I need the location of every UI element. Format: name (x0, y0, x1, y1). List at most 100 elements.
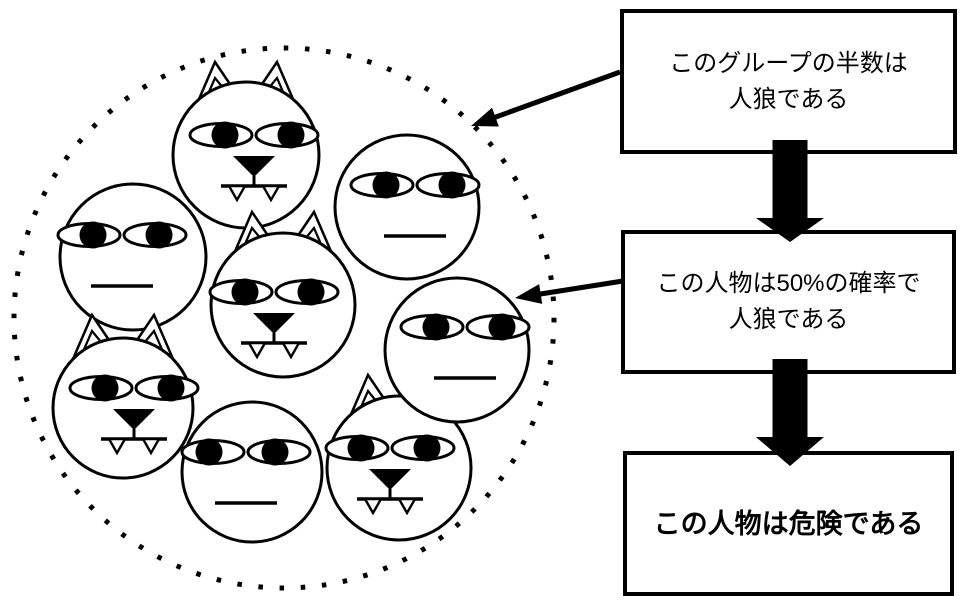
eye-white (276, 280, 338, 304)
left-ear-inner-line (80, 328, 108, 356)
pupil-icon (195, 438, 223, 466)
eye-icon (415, 172, 481, 198)
flow-box-danger: この人物は危険である (623, 451, 954, 596)
eye-white (256, 123, 318, 147)
eye-white (351, 173, 413, 197)
flow-arrow-1-down-icon (756, 140, 824, 242)
pupil-icon (488, 313, 516, 341)
fang-icon (106, 437, 128, 456)
eye-icon (349, 172, 415, 198)
pupil-icon (91, 374, 119, 402)
flow-box-text-line: この人物は50%の確率で (656, 270, 921, 297)
pupil-icon (211, 121, 239, 149)
eye-icon (390, 435, 456, 461)
eye-white (417, 173, 479, 197)
eye-white (136, 376, 198, 400)
eye-icon (68, 375, 134, 401)
eye-white (58, 223, 120, 247)
pointer-arrow-shaft (535, 278, 624, 298)
pupil-icon (157, 374, 185, 402)
pointer-arrowhead-icon (515, 284, 543, 304)
flow-box-probability: この人物は50%の確率で 人狼である (621, 230, 956, 374)
flow-arrow-2-down-icon (756, 359, 824, 466)
pupil-icon (413, 434, 441, 462)
eye-icon (122, 222, 188, 248)
eye-icon (399, 314, 465, 340)
werewolf-top-face (171, 59, 321, 230)
snout-icon (369, 469, 411, 490)
eye-icon (56, 222, 122, 248)
eye-white (182, 440, 244, 464)
eye-white (326, 436, 388, 460)
pointer-arrowhead-icon (471, 107, 499, 127)
fang-icon (226, 184, 248, 203)
human-top-right-face (333, 133, 481, 281)
face-circle (209, 231, 357, 379)
eye-icon (180, 439, 246, 465)
right-ear-icon (291, 209, 336, 259)
pupil-icon (231, 278, 259, 306)
arrow-to-person (515, 278, 624, 304)
arrow-to-group (471, 69, 621, 127)
eye-icon (274, 279, 340, 305)
human-left-face (56, 182, 208, 332)
eye-white (392, 436, 454, 460)
face-circle (333, 133, 481, 281)
eye-icon (465, 314, 531, 340)
snout-icon (233, 156, 275, 177)
left-ear-inner-line (356, 388, 384, 416)
fang-icon (260, 184, 282, 203)
human-bottom-center-face (180, 400, 324, 544)
face-circle (383, 276, 531, 424)
left-ear-icon (230, 209, 275, 259)
right-ear-inner-line (298, 225, 326, 253)
right-ear-inner-line (138, 328, 166, 356)
left-ear-icon (193, 59, 238, 109)
pupil-icon (145, 221, 173, 249)
right-ear-inner-line (261, 75, 289, 103)
face-circle (58, 182, 208, 332)
pupil-icon (347, 434, 375, 462)
pupil-icon (297, 278, 325, 306)
pointer-arrow-shaft (489, 69, 621, 122)
flow-box-text-line: このグループの半数は (669, 49, 908, 77)
pupil-icon (422, 313, 450, 341)
fang-icon (396, 497, 418, 516)
eye-white (70, 376, 132, 400)
fang-icon (246, 341, 268, 360)
eye-icon (254, 122, 320, 148)
snout-icon (253, 313, 295, 334)
pupil-icon (438, 171, 466, 199)
left-ear-icon (346, 372, 391, 422)
fang-icon (280, 341, 302, 360)
eye-white (210, 280, 272, 304)
pupil-icon (277, 121, 305, 149)
eye-white (124, 223, 186, 247)
left-ear-inner-line (240, 225, 268, 253)
pupil-icon (79, 221, 107, 249)
flow-box-text-line: 人狼である (728, 306, 849, 333)
left-ear-inner-line (203, 75, 231, 103)
face-circle (180, 400, 324, 544)
eye-white (190, 123, 252, 147)
flow-box-half-werewolf: このグループの半数は 人狼である (620, 9, 957, 154)
dotted-group-circle (11, 45, 557, 591)
right-ear-icon (131, 312, 176, 362)
pupil-icon (261, 438, 289, 466)
flow-box-text-line: この人物は危険である (653, 508, 924, 539)
human-right-face (383, 276, 531, 424)
left-ear-icon (70, 312, 115, 362)
eye-icon (208, 279, 274, 305)
eye-icon (188, 122, 254, 148)
face-circle (51, 336, 195, 480)
eye-icon (246, 439, 312, 465)
fang-icon (362, 497, 384, 516)
eye-white (467, 315, 529, 339)
flow-box-text-line: 人狼である (728, 85, 849, 113)
eye-white (248, 440, 310, 464)
werewolf-bottom-right-face (324, 372, 473, 542)
fang-icon (140, 437, 162, 456)
werewolf-center-face (208, 209, 357, 379)
pupil-icon (372, 171, 400, 199)
